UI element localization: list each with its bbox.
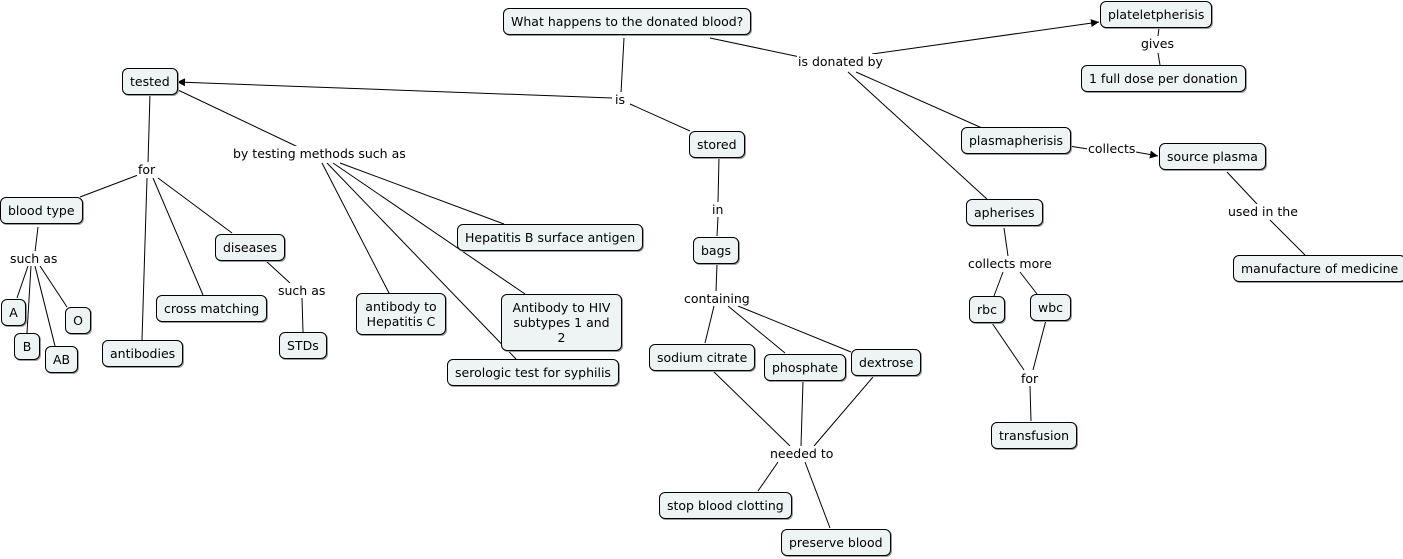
edge-bloodtype-suchas xyxy=(34,226,39,253)
edge-gives-dose xyxy=(1157,52,1161,66)
edge-for-antibodies xyxy=(141,177,148,341)
link-collects: collects xyxy=(1087,141,1137,156)
edge-containing-dextrose xyxy=(737,305,852,353)
edge-phosphate-needed xyxy=(800,380,804,447)
edge-in-bags xyxy=(716,216,719,237)
concept-blood-type[interactable]: blood type xyxy=(0,197,83,224)
link-is: is xyxy=(614,92,626,107)
concept-tested[interactable]: tested xyxy=(122,68,178,95)
edge-diseases-suchas xyxy=(265,260,291,284)
concept-b[interactable]: B xyxy=(14,333,40,360)
edge-wbc-for xyxy=(1032,319,1047,371)
edge-bt-syphilis xyxy=(326,162,517,360)
concept-stop-clotting[interactable]: stop blood clotting xyxy=(659,492,792,519)
concept-dextrose[interactable]: dextrose xyxy=(851,349,922,376)
edge-is-stored xyxy=(629,103,691,132)
edge-suchas-o xyxy=(39,265,68,308)
link-collects-more: collects more xyxy=(967,256,1053,271)
concept-apherises[interactable]: apherises xyxy=(966,199,1043,226)
concept-transfusion[interactable]: transfusion xyxy=(991,422,1078,449)
edge-collectsmore-rbc xyxy=(993,271,1004,297)
edge-for-bloodtype xyxy=(79,174,139,198)
edge-used-manufacture xyxy=(1269,219,1306,256)
link-such-as-diseases: such as xyxy=(277,283,327,298)
concept-cross-matching[interactable]: cross matching xyxy=(156,295,268,322)
edge-tested-for xyxy=(147,93,151,164)
concept-hiv[interactable]: Antibody to HIV subtypes 1 and 2 xyxy=(501,294,622,351)
concept-root[interactable]: What happens to the donated blood? xyxy=(503,8,752,35)
concept-wbc[interactable]: wbc xyxy=(1030,294,1072,321)
link-needed-to: needed to xyxy=(769,446,835,461)
edge-root-is xyxy=(620,37,625,94)
concept-syphilis[interactable]: serologic test for syphilis xyxy=(447,359,619,386)
edge-bags-containing xyxy=(715,263,718,292)
edge-needed-stop xyxy=(757,461,779,492)
concept-plateletpherisis[interactable]: plateletpherisis xyxy=(1100,1,1213,28)
link-by-testing-methods: by testing methods such as xyxy=(232,146,407,161)
concept-source-plasma[interactable]: source plasma xyxy=(1159,143,1266,170)
edge-donated-apherises xyxy=(847,71,989,201)
edge-suchas-a xyxy=(16,265,29,299)
edge-dextrose-needed xyxy=(813,376,874,447)
concept-full-dose[interactable]: 1 full dose per donation xyxy=(1081,65,1246,92)
edge-suchas-b xyxy=(26,265,32,334)
link-for: for xyxy=(137,162,157,177)
edge-root-donated xyxy=(709,37,801,58)
concept-hep-b[interactable]: Hepatitis B surface antigen xyxy=(457,224,644,251)
concept-plasmapherisis[interactable]: plasmapherisis xyxy=(961,127,1072,154)
concept-sodium-citrate[interactable]: sodium citrate xyxy=(649,344,756,371)
edge-apherises-collectsmore xyxy=(1003,227,1009,257)
link-used-in-the: used in the xyxy=(1227,204,1299,219)
edge-containing-sodium xyxy=(704,305,715,344)
edge-for-cross xyxy=(152,177,204,296)
edge-collects-source xyxy=(1135,150,1159,159)
edge-collectsmore-wbc xyxy=(1019,271,1038,295)
edge-plasma-collects xyxy=(1068,145,1089,150)
edge-donated-platelet xyxy=(871,19,1100,55)
concept-preserve[interactable]: preserve blood xyxy=(781,529,891,556)
edge-needed-preserve xyxy=(804,461,831,529)
concept-stds[interactable]: STDs xyxy=(279,332,327,359)
edge-containing-phosphate xyxy=(727,305,786,354)
edge-is-tested xyxy=(176,78,613,99)
concept-stored[interactable]: stored xyxy=(689,131,745,158)
edge-bt-hepc xyxy=(321,162,390,294)
edge-for-diseases xyxy=(157,177,233,234)
edge-source-used xyxy=(1226,171,1258,205)
link-containing: containing xyxy=(683,291,751,306)
concept-a[interactable]: A xyxy=(1,299,26,326)
edge-suchas-ab xyxy=(34,265,56,347)
edge-stored-in xyxy=(717,156,720,203)
edge-suchas-stds xyxy=(301,297,304,333)
link-such-as-bloodtype: such as xyxy=(9,251,59,266)
concept-ab[interactable]: AB xyxy=(45,346,78,373)
concept-bags[interactable]: bags xyxy=(693,237,740,264)
edge-bt-hiv xyxy=(332,162,526,295)
concept-manufacture[interactable]: manufacture of medicine xyxy=(1233,255,1403,282)
edge-sodium-needed xyxy=(711,369,791,447)
edge-bt-hepb xyxy=(339,162,505,225)
link-gives: gives xyxy=(1140,36,1176,51)
concept-hep-c[interactable]: antibody to Hepatitis C xyxy=(356,293,446,335)
concept-o[interactable]: O xyxy=(65,307,91,334)
edge-donated-plasma xyxy=(855,71,983,129)
link-for-transfusion: for xyxy=(1020,371,1040,386)
concept-rbc[interactable]: rbc xyxy=(969,296,1005,323)
concept-phosphate[interactable]: phosphate xyxy=(764,354,847,381)
edge-tested-bytesting xyxy=(177,89,299,148)
link-is-donated-by: is donated by xyxy=(797,54,884,69)
concept-diseases[interactable]: diseases xyxy=(215,234,285,261)
concept-antibodies[interactable]: antibodies xyxy=(102,340,184,367)
edge-platelet-gives xyxy=(1157,27,1160,37)
edge-rbc-for xyxy=(991,322,1025,371)
edge-for-transfusion xyxy=(1029,385,1032,422)
link-in: in xyxy=(711,202,725,217)
